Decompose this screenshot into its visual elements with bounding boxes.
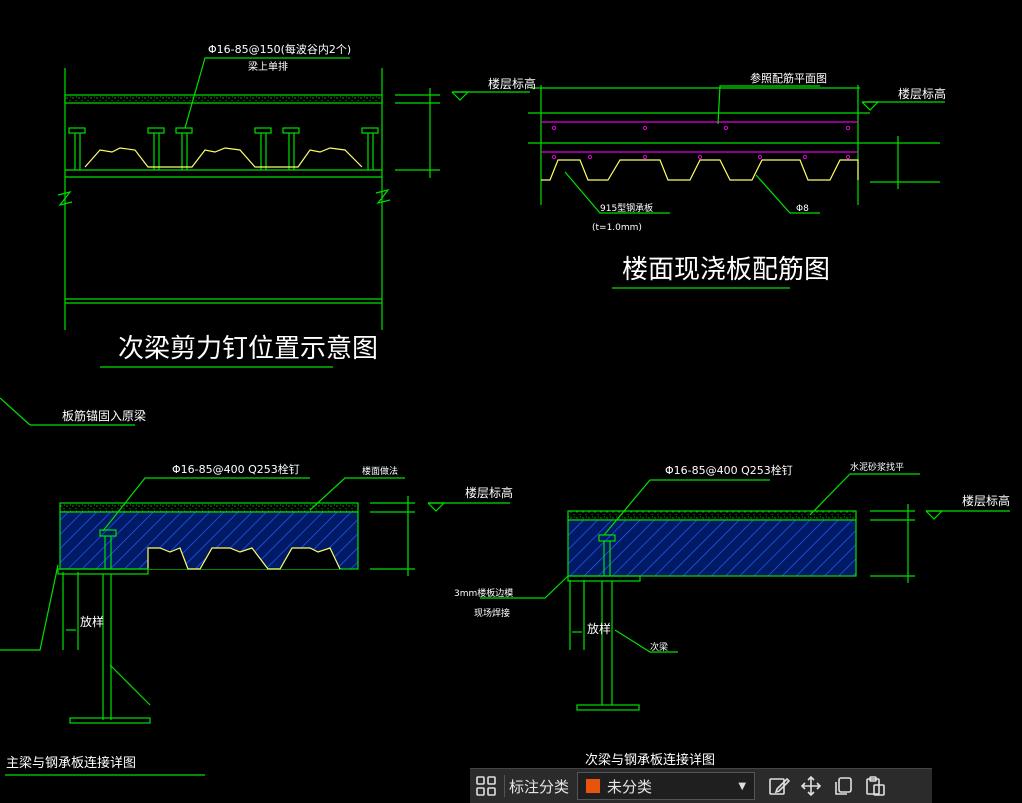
- top-left-detail: [57, 57, 440, 330]
- bottom-left-title: 主梁与钢承板连接详图: [6, 755, 136, 771]
- top-right-ref-note: 参照配筋平面图: [750, 71, 827, 85]
- annotation-toolbar: 标注分类 未分类 ▼: [470, 768, 932, 803]
- category-color-swatch: [585, 778, 602, 794]
- bottom-right-title: 次梁与钢承板连接详图: [585, 752, 715, 768]
- steel-deck-profile: [84, 147, 363, 168]
- bottom-right-surface-note: 水泥砂浆找平: [850, 461, 904, 473]
- move-icon[interactable]: [795, 769, 827, 803]
- bottom-left-detail: [0, 397, 510, 776]
- bottom-left-level-mark: 楼层标高: [465, 485, 513, 500]
- top-right-level-right: 楼层标高: [898, 86, 946, 101]
- top-left-callout-sub: 梁上单排: [248, 60, 288, 73]
- bottom-left-stud-note: Φ16-85@400 Q253栓钉: [172, 462, 300, 476]
- chevron-down-icon: ▼: [738, 780, 747, 792]
- edit-icon[interactable]: [763, 769, 795, 803]
- top-left-callout: Φ16-85@150(每波谷内2个): [208, 42, 351, 56]
- toolbar-divider: [504, 775, 505, 797]
- bottom-right-seat-note: 放样: [587, 621, 611, 636]
- bottom-left-surface-note: 楼面做法: [362, 465, 398, 477]
- annotation-category-select[interactable]: 未分类 ▼: [577, 772, 756, 800]
- paste-icon[interactable]: [859, 769, 891, 803]
- bottom-right-weld-note: 现场焊接: [474, 607, 510, 619]
- top-right-title: 楼面现浇板配筋图: [622, 255, 830, 285]
- annotation-category-label: 标注分类: [509, 777, 570, 796]
- bottom-right-detail: [480, 473, 1010, 711]
- shear-studs: [68, 127, 379, 170]
- top-right-deck-note: 915型钢承板: [600, 202, 653, 214]
- top-left-title: 次梁剪力钉位置示意图: [118, 334, 378, 364]
- bottom-right-level-mark: 楼层标高: [962, 493, 1010, 508]
- top-right-thickness-note: (t=1.0mm): [592, 223, 642, 233]
- bottom-left-seat-note: 放样: [80, 614, 104, 629]
- bottom-right-stud-note: Φ16-85@400 Q253栓钉: [665, 463, 793, 477]
- top-right-detail: [451, 85, 945, 214]
- top-right-level-left: 楼层标高: [488, 76, 536, 91]
- copy-icon[interactable]: [827, 769, 859, 803]
- bottom-right-beam-note: 次梁: [650, 641, 668, 653]
- bottom-left-side-note: 板筋锚固入原梁: [62, 408, 146, 423]
- bottom-right-plate-note: 3mm楼板边模: [454, 587, 513, 599]
- grid-icon[interactable]: [470, 769, 502, 803]
- category-value: 未分类: [607, 777, 653, 796]
- top-right-rebar-note: Φ8: [796, 204, 809, 214]
